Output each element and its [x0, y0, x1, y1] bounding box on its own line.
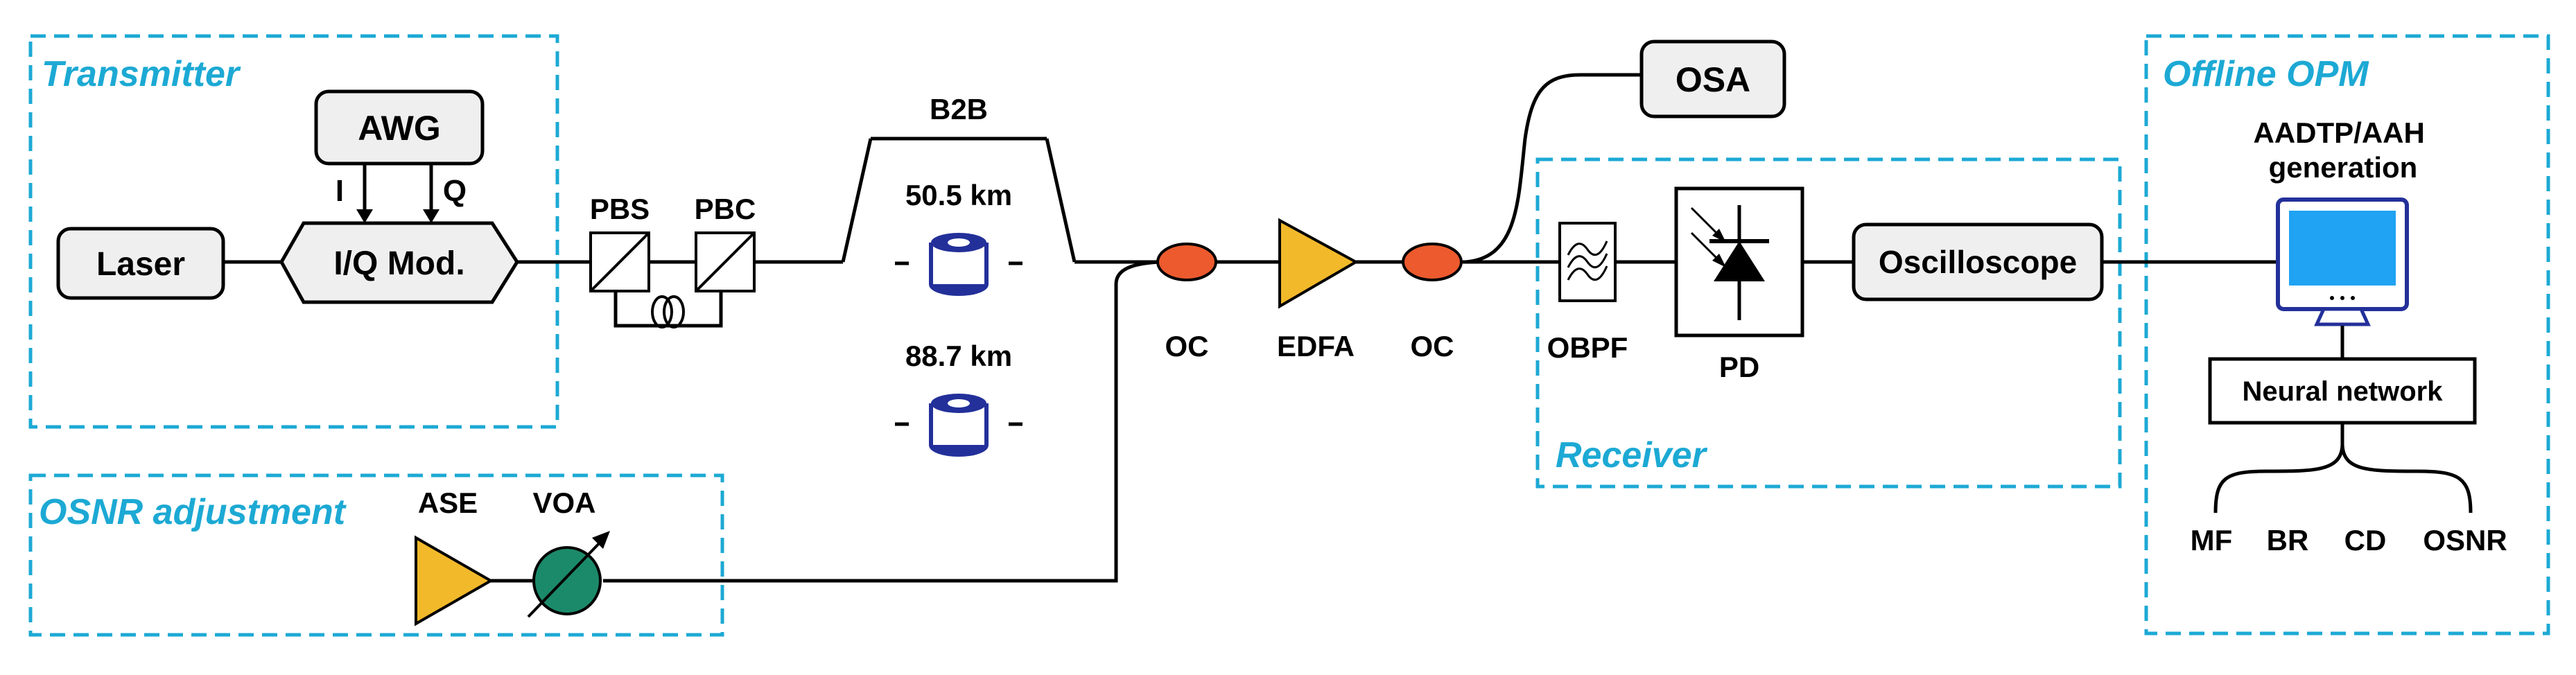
fiber-spool-icon: [895, 394, 1022, 457]
fiber-spool-icon: [895, 233, 1022, 296]
laser-label: Laser: [96, 246, 185, 283]
edfa-label: EDFA: [1277, 330, 1355, 362]
transmitter-frame: [28, 34, 559, 429]
output-cd: CD: [2344, 524, 2387, 556]
span1-label: 50.5 km: [905, 179, 1012, 211]
opm-outputs: MF BR CD OSNR: [2191, 524, 2507, 556]
ase-label: ASE: [418, 486, 478, 519]
optical-coupler-left: [1156, 243, 1217, 281]
laser-block: Laser: [56, 227, 225, 300]
oscilloscope-label: Oscilloscope: [1879, 244, 2077, 280]
computer-monitor-icon: [2276, 198, 2409, 326]
receiver-title: Receiver: [1556, 435, 1708, 475]
obpf-label: OBPF: [1547, 331, 1628, 364]
awg-block: AWG: [314, 89, 485, 166]
feature-generation-label: AADTP/AAH generation: [2254, 116, 2433, 184]
oscilloscope-block: Oscilloscope: [1852, 222, 2104, 301]
osnr-adjustment-title: OSNR adjustment: [39, 492, 347, 532]
oc-left-label: OC: [1165, 330, 1209, 362]
obpf-filter-icon: [1558, 222, 1617, 302]
pbc-label: PBC: [695, 193, 756, 225]
i-label: I: [336, 174, 344, 208]
offline-opm-title: Offline OPM: [2163, 54, 2369, 94]
neural-network-label: Neural network: [2243, 376, 2444, 407]
feature-generation-line2: generation: [2269, 151, 2418, 184]
osa-label: OSA: [1676, 60, 1750, 99]
pbs-icon: [589, 231, 650, 292]
iq-modulator-block: I/Q Mod.: [279, 221, 519, 304]
voa-attenuator-icon: [527, 531, 610, 618]
optical-coupler-right: [1402, 243, 1463, 281]
pd-label: PD: [1719, 351, 1759, 383]
output-osnr: OSNR: [2423, 524, 2507, 556]
fiber-path: [223, 73, 2278, 583]
ase-source-icon: [415, 535, 494, 626]
offline-opm-frame: [2144, 34, 2550, 635]
transmitter-title: Transmitter: [42, 54, 241, 94]
oc-right-label: OC: [1411, 330, 1454, 362]
span2-label: 88.7 km: [905, 340, 1012, 372]
osa-block: OSA: [1639, 40, 1786, 119]
output-br: BR: [2267, 524, 2309, 556]
receiver-frame: [1535, 157, 2122, 489]
polarization-fiber-coil-icon: [651, 295, 685, 328]
edfa-amplifier-icon: [1278, 218, 1359, 309]
photodiode-icon: [1674, 186, 1804, 338]
neural-network-block: Neural network: [2208, 357, 2477, 425]
awg-label: AWG: [358, 109, 440, 148]
pbc-icon: [695, 231, 756, 292]
q-label: Q: [443, 174, 467, 208]
b2b-label: B2B: [930, 93, 988, 125]
output-mf: MF: [2191, 524, 2233, 556]
iq-arrows: [356, 164, 440, 223]
feature-generation-line1: AADTP/AAH: [2254, 116, 2425, 149]
pbs-label: PBS: [590, 193, 650, 225]
iq-mod-label: I/Q Mod.: [333, 245, 464, 282]
voa-label: VOA: [532, 486, 595, 519]
output-brace: [2213, 423, 2473, 514]
